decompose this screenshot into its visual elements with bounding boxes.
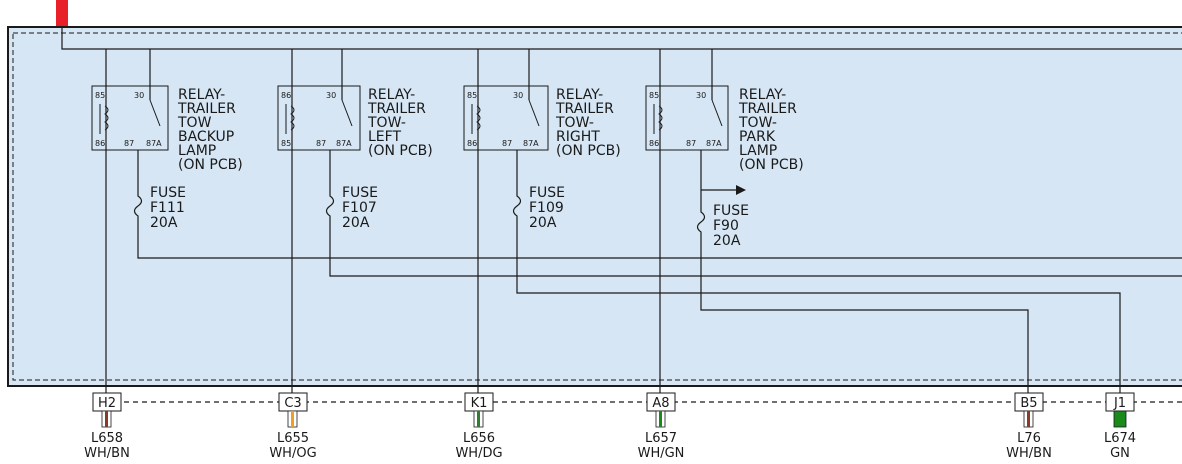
svg-text:A8: A8	[652, 396, 669, 411]
relay-label: RELAY- TRAILER TOW- LEFT (ON PCB)	[367, 87, 433, 159]
wire-color-stripe	[655, 410, 666, 428]
relay-pin-label: 30	[513, 91, 523, 100]
relay-pin-label: 87A	[146, 139, 162, 148]
relay-pin-label: 85	[95, 91, 105, 100]
relay-pin-label: 86	[281, 91, 291, 100]
power-bus	[61, 26, 1182, 50]
svg-text:B5: B5	[1020, 396, 1037, 411]
fuse-wires	[133, 150, 1182, 394]
svg-text:L657: L657	[645, 431, 677, 446]
svg-text:K1: K1	[471, 396, 488, 411]
svg-text:L655: L655	[277, 431, 309, 446]
relay-pin-label: 30	[326, 91, 336, 100]
relay-pin-label: 87	[316, 139, 326, 148]
relay-switch	[528, 99, 540, 127]
relay-pin-label: 87	[124, 139, 134, 148]
relay-box	[91, 85, 169, 151]
relay-feed-wires	[149, 49, 713, 100]
svg-text:J1: J1	[1113, 396, 1126, 411]
relay-coil	[285, 104, 295, 134]
connector-j1: J1 L674 GN	[1104, 392, 1136, 461]
relay-pin-label: 85	[281, 139, 291, 148]
relay-park-lamp: 85 30 86 87 87A	[645, 85, 729, 151]
svg-text:L658: L658	[91, 431, 123, 446]
svg-text:L76: L76	[1017, 431, 1041, 446]
relay-pin-label: 85	[649, 91, 659, 100]
connector-a8: A8 L657 WH/GN	[638, 392, 685, 461]
fuse-label: FUSE F111 20A	[150, 185, 191, 231]
coil-wires	[105, 49, 661, 394]
svg-text:H2: H2	[98, 396, 116, 411]
relay-coil	[99, 104, 109, 134]
connector-b5: B5 L76 WH/BN	[1006, 392, 1052, 461]
module-body	[7, 26, 1182, 387]
relay-coil	[471, 104, 481, 134]
svg-text:GN: GN	[1110, 446, 1130, 461]
fuse-label: FUSE F90 20A	[713, 203, 754, 249]
relay-pin-label: 30	[134, 91, 144, 100]
relay-tow-right: 85 30 86 87 87A	[463, 85, 549, 151]
connector-k1: K1 L656 WH/DG	[455, 392, 503, 461]
relay-switch	[149, 99, 161, 127]
svg-text:WH/BN: WH/BN	[84, 446, 130, 461]
relay-pin-label: 30	[696, 91, 706, 100]
relay-switch	[711, 99, 723, 127]
connector-c3: C3 L655 WH/OG	[269, 392, 317, 461]
relay-backup-lamp: 85 30 86 87 87A	[91, 85, 169, 151]
wire-color-stripe	[1023, 410, 1034, 428]
relay-box	[645, 85, 729, 151]
relay-pin-label: 87	[686, 139, 696, 148]
relay-pin-label: 87A	[523, 139, 539, 148]
fuse-label: FUSE F107 20A	[342, 185, 383, 231]
relay-pin-label: 86	[467, 139, 477, 148]
svg-text:C3: C3	[284, 396, 301, 411]
relay-label: RELAY- TRAILER TOW- RIGHT (ON PCB)	[555, 87, 621, 159]
relay-tow-left: 86 30 85 87 87A	[277, 85, 361, 151]
wire-color-stripe	[1113, 410, 1127, 428]
relay-label: RELAY- TRAILER TOW BACKUP LAMP (ON PCB)	[177, 87, 243, 173]
relay-box	[463, 85, 549, 151]
relay-pin-label: 86	[95, 139, 105, 148]
svg-text:WH/OG: WH/OG	[269, 446, 316, 461]
arrow-icon	[736, 185, 746, 195]
svg-text:L674: L674	[1104, 431, 1136, 446]
power-feed-tab	[56, 0, 68, 26]
relay-pin-label: 85	[467, 91, 477, 100]
module-inner-boundary	[12, 32, 1182, 381]
relay-label: RELAY- TRAILER TOW- PARK LAMP (ON PCB)	[738, 87, 804, 173]
svg-text:WH/BN: WH/BN	[1006, 446, 1052, 461]
relay-pin-label: 87A	[706, 139, 722, 148]
relay-box	[277, 85, 361, 151]
relay-coil	[653, 104, 663, 134]
wire-color-stripe	[473, 410, 484, 428]
connector-h2: H2 L658 WH/BN	[84, 392, 130, 461]
relay-switch	[341, 99, 353, 127]
relay-pin-label: 86	[649, 139, 659, 148]
svg-text:WH/GN: WH/GN	[638, 446, 685, 461]
svg-text:WH/DG: WH/DG	[455, 446, 502, 461]
relay-pin-label: 87	[502, 139, 512, 148]
fuse-label: FUSE F109 20A	[529, 185, 570, 231]
relay-pin-label: 87A	[336, 139, 352, 148]
svg-text:L656: L656	[463, 431, 495, 446]
wire-color-stripe	[101, 410, 112, 428]
wire-color-stripe	[287, 410, 298, 428]
